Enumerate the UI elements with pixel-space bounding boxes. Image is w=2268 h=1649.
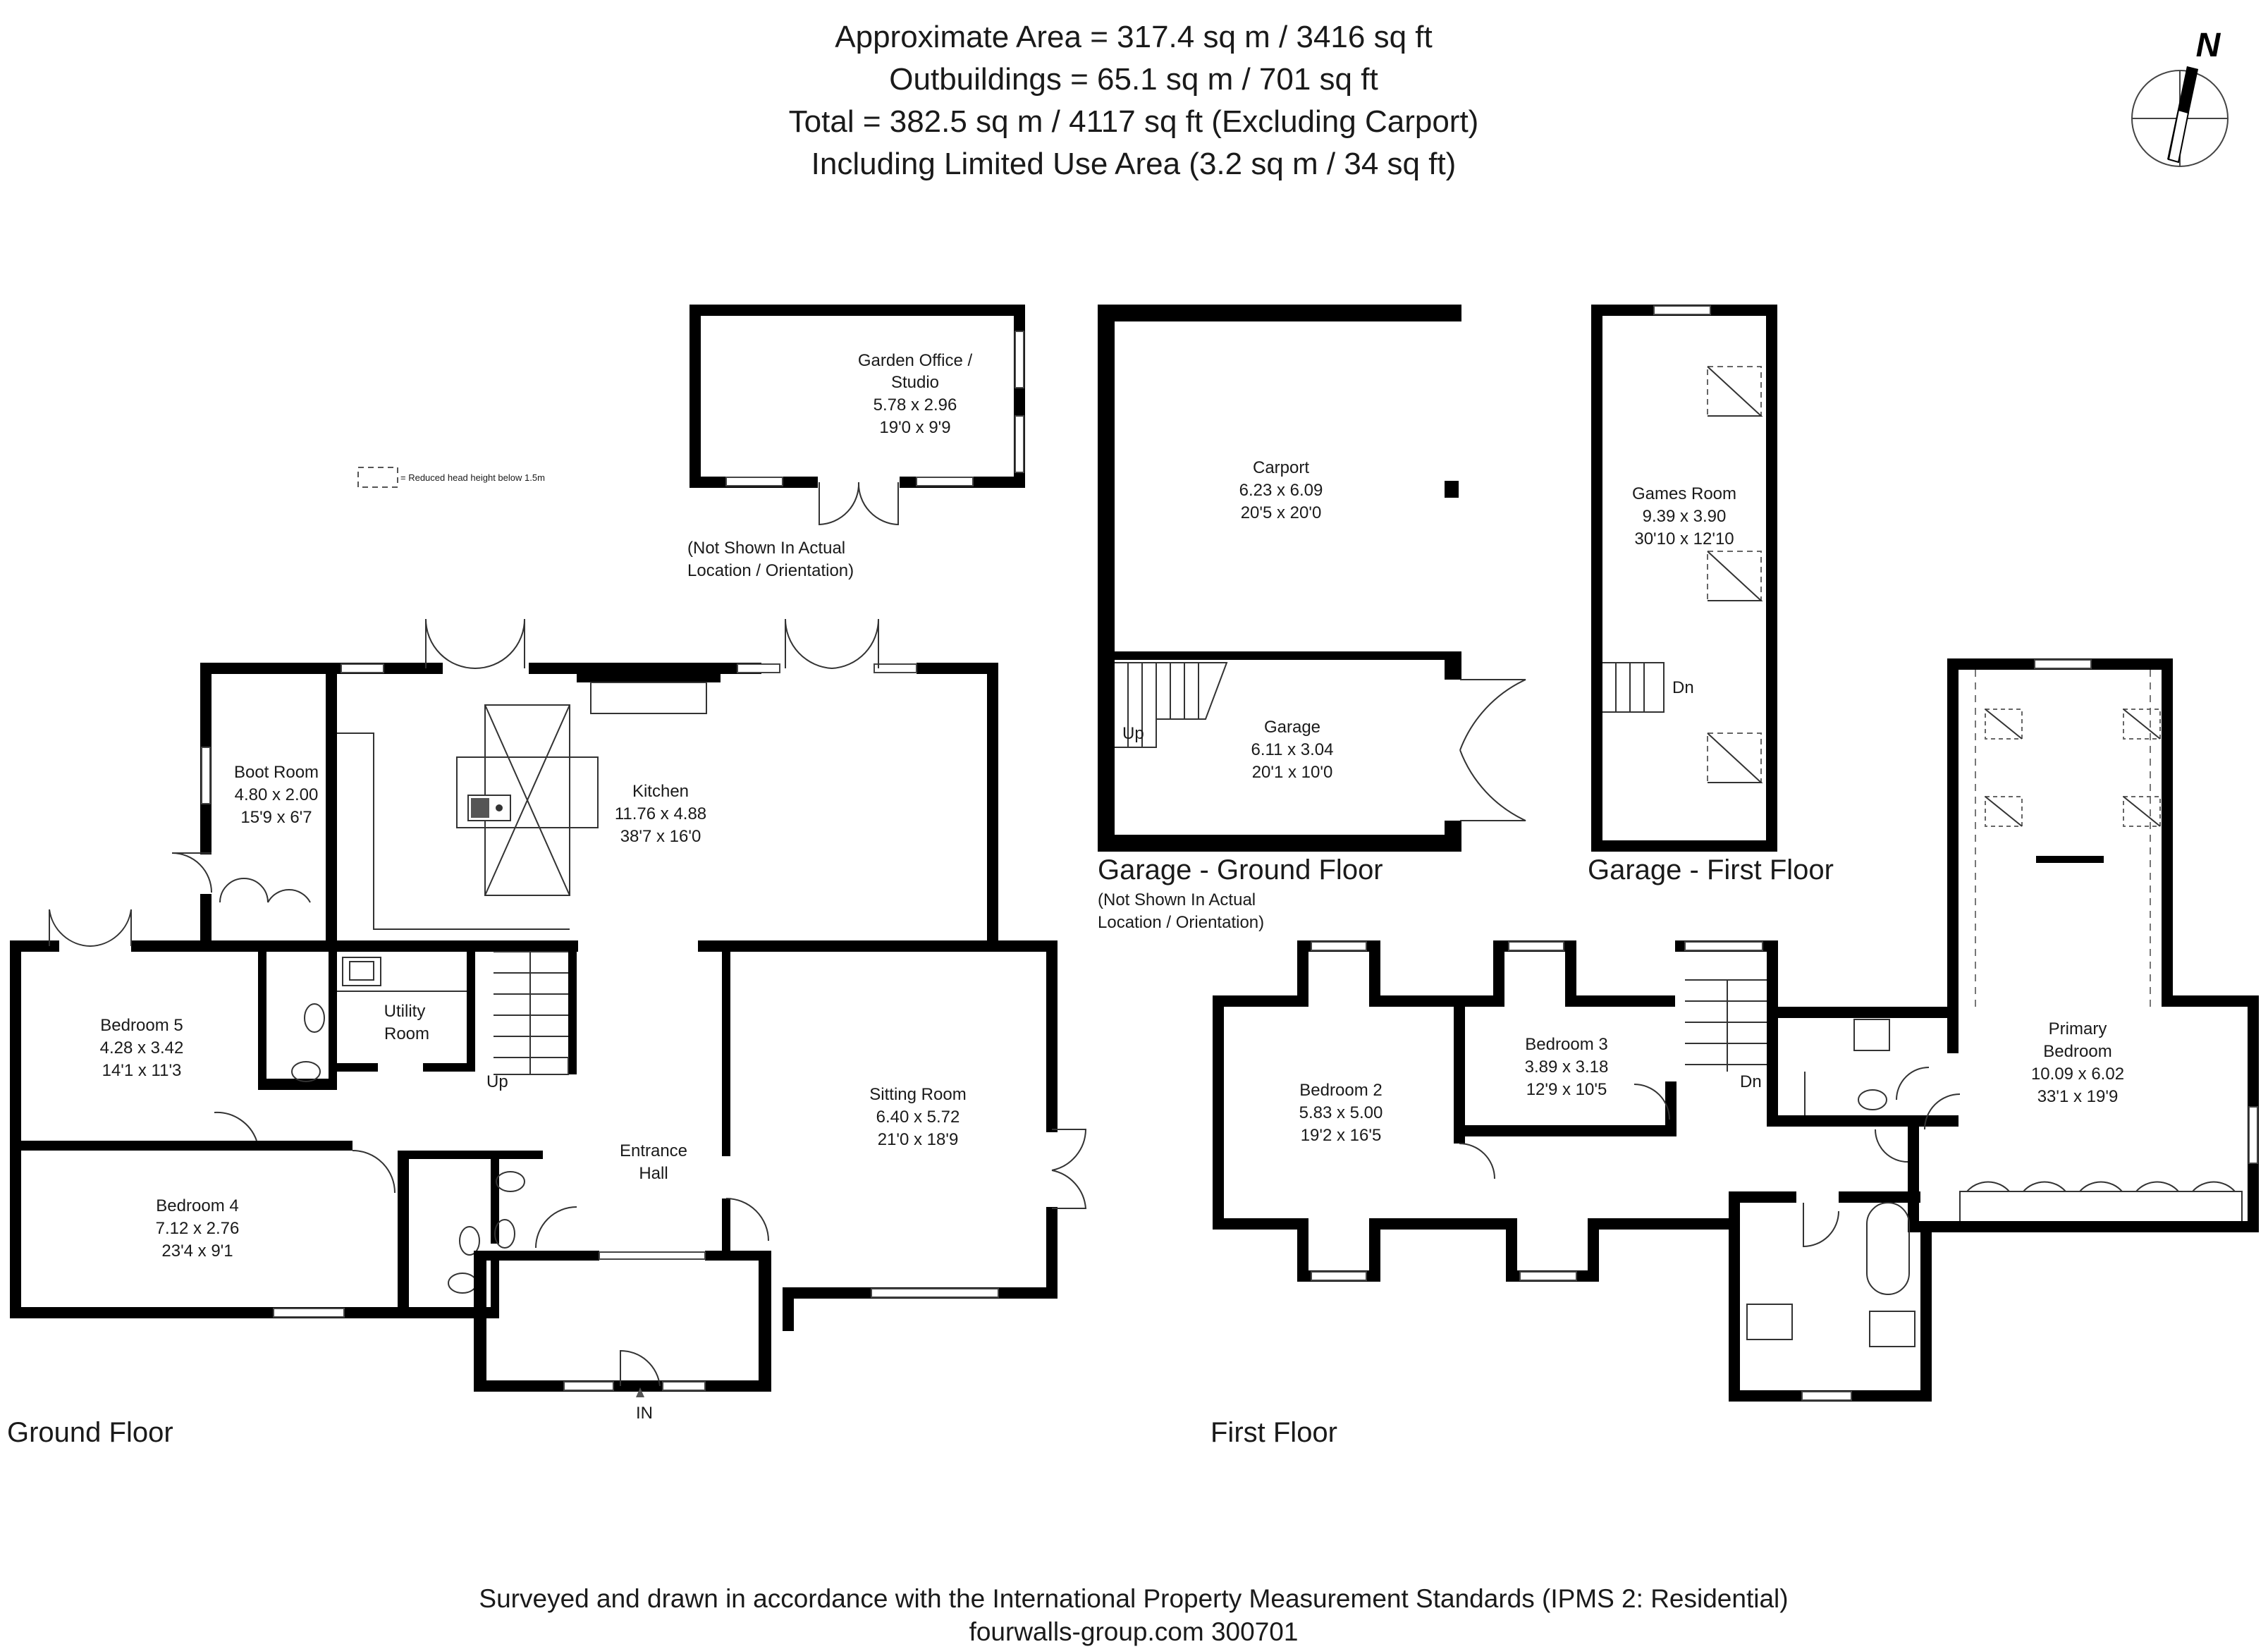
sitting-room-imperial: 21'0 x 18'9 [878, 1130, 959, 1149]
area-line-4: Including Limited Use Area (3.2 sq m / 3… [811, 147, 1457, 181]
first-floor-title: First Floor [1210, 1417, 1337, 1448]
sitting-room-name: Sitting Room [869, 1085, 966, 1104]
area-line-3: Total = 382.5 sq m / 4117 sq ft (Excludi… [789, 104, 1479, 139]
kitchen-metric: 11.76 x 4.88 [615, 804, 706, 823]
legend: = Reduced head height below 1.5m [357, 467, 545, 488]
carport-name: Carport [1253, 458, 1309, 477]
garage-first-plan [1591, 305, 1777, 852]
games-stair-down-label: Dn [1672, 678, 1694, 697]
office-note-line-2: Location / Orientation) [687, 561, 854, 580]
primary-bedroom-metric: 10.09 x 6.02 [2031, 1065, 2124, 1084]
ground-floor-plan [10, 618, 1087, 1397]
garden-office-metric: 5.78 x 2.96 [874, 396, 957, 415]
boot-room-name: Boot Room [234, 763, 319, 782]
first-floor-plan [1213, 658, 2259, 1402]
garden-office-name-2: Studio [891, 373, 939, 392]
garage-name: Garage [1264, 718, 1320, 737]
bedroom-3-metric: 3.89 x 3.18 [1525, 1058, 1609, 1077]
primary-bedroom-imperial: 33'1 x 19'9 [2037, 1087, 2119, 1106]
area-summary: Approximate Area = 317.4 sq m / 3416 sq … [789, 20, 1479, 181]
games-room-imperial: 30'10 x 12'10 [1634, 529, 1734, 548]
primary-bedroom-name-2: Bedroom [2043, 1042, 2111, 1061]
garage-imperial: 20'1 x 10'0 [1252, 763, 1333, 782]
primary-bedroom-name-1: Primary [2049, 1019, 2107, 1038]
north-compass-icon: N [2131, 27, 2229, 167]
garage-metric: 6.11 x 3.04 [1251, 740, 1334, 759]
reduced-height-legend-icon [357, 467, 398, 488]
legend-text: = Reduced head height below 1.5m [400, 472, 545, 483]
carport-metric: 6.23 x 6.09 [1239, 481, 1323, 500]
ground-floor-title: Ground Floor [7, 1417, 173, 1448]
entrance-in-label: IN [636, 1404, 653, 1423]
garage-note-line-2: Location / Orientation) [1098, 913, 1264, 932]
bedroom-2-name: Bedroom 2 [1299, 1081, 1382, 1100]
boot-room-metric: 4.80 x 2.00 [235, 785, 319, 804]
garden-office-name-1: Garden Office / [858, 351, 973, 370]
garage-note-line-1: (Not Shown In Actual [1098, 890, 1256, 909]
compass-letter: N [2196, 27, 2221, 64]
bedroom-3-imperial: 12'9 x 10'5 [1526, 1080, 1607, 1099]
bedroom-5-metric: 4.28 x 3.42 [100, 1038, 184, 1058]
ground-stair-up-label: Up [486, 1072, 508, 1091]
entrance-hall-name-2: Hall [639, 1164, 668, 1183]
bedroom-4-metric: 7.12 x 2.76 [156, 1219, 240, 1238]
sitting-room-metric: 6.40 x 5.72 [876, 1108, 960, 1127]
bedroom-5-imperial: 14'1 x 11'3 [102, 1061, 182, 1080]
bedroom-4-name: Bedroom 4 [156, 1196, 238, 1215]
first-stair-down-label: Dn [1740, 1072, 1762, 1091]
bedroom-5-name: Bedroom 5 [100, 1016, 183, 1035]
kitchen-imperial: 38'7 x 16'0 [620, 827, 701, 846]
garage-first-floor-title: Garage - First Floor [1588, 854, 1834, 885]
games-room-metric: 9.39 x 3.90 [1643, 507, 1727, 526]
games-room-name: Games Room [1632, 484, 1736, 503]
bedroom-2-metric: 5.83 x 5.00 [1299, 1103, 1383, 1122]
area-line-1: Approximate Area = 317.4 sq m / 3416 sq … [835, 20, 1433, 54]
bedroom-3-name: Bedroom 3 [1525, 1035, 1607, 1054]
garden-office-imperial: 19'0 x 9'9 [879, 418, 950, 437]
office-note-line-1: (Not Shown In Actual [687, 539, 845, 558]
footer-standards-line: Surveyed and drawn in accordance with th… [479, 1584, 1788, 1613]
garage-ground-floor-title: Garage - Ground Floor [1098, 854, 1383, 885]
bedroom-4-imperial: 23'4 x 9'1 [161, 1242, 233, 1261]
utility-room-name-2: Room [384, 1024, 429, 1043]
kitchen-name: Kitchen [632, 782, 689, 801]
garage-stair-up-label: Up [1122, 724, 1144, 743]
area-line-2: Outbuildings = 65.1 sq m / 701 sq ft [889, 62, 1378, 97]
boot-room-imperial: 15'9 x 6'7 [240, 808, 312, 827]
bedroom-2-imperial: 19'2 x 16'5 [1301, 1126, 1382, 1145]
footer-reference-line: fourwalls-group.com 300701 [969, 1617, 1299, 1646]
garage-ground-plan [1098, 305, 1526, 852]
garden-office-plan [689, 305, 1025, 526]
entrance-hall-name-1: Entrance [620, 1141, 687, 1160]
utility-room-name-1: Utility [384, 1002, 426, 1021]
carport-imperial: 20'5 x 20'0 [1241, 503, 1322, 522]
